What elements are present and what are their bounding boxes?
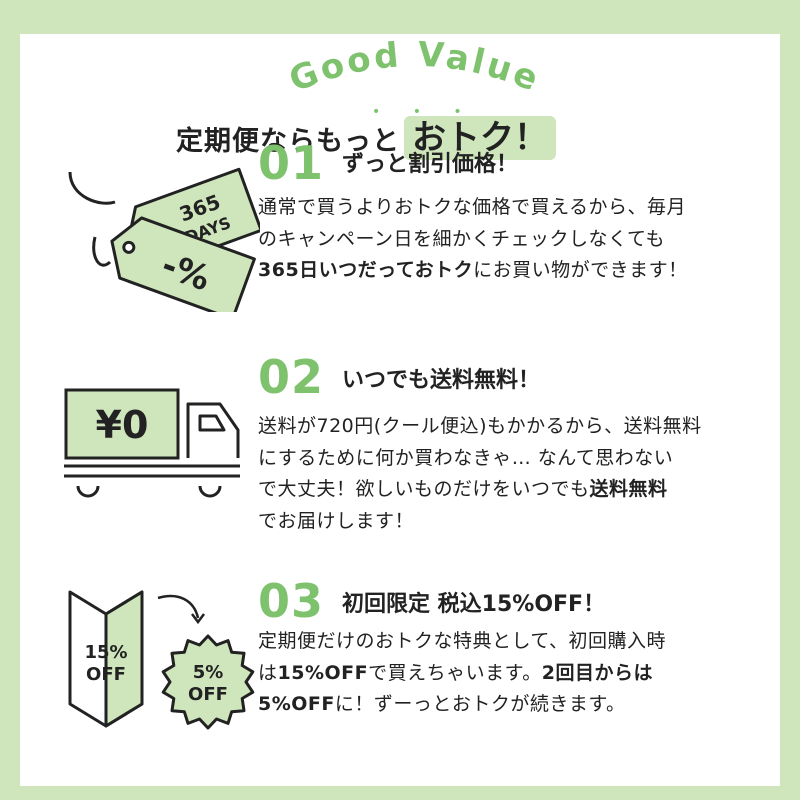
discount-badges-icon: 15% OFF 5% OFF (68, 590, 255, 730)
good-value-text: Good Value (284, 40, 544, 101)
section-02-line-4: でお届けします！ (258, 509, 415, 532)
section-02-title: いつでも送料無料！ (342, 368, 541, 393)
section-02-line-3: で大丈夫！欲しいものだけをいつでも送料無料 (258, 474, 758, 506)
section-03-number: 03 (258, 574, 325, 628)
section-03-body: 定期便だけのおトクな特典として、初回購入時 は15%OFFで買えちゃいます。2回… (258, 626, 758, 721)
section-01-line-3: 365日いつだっておトクにお買い物ができます！ (258, 255, 758, 287)
section-02-line-1: 送料が720円(クール便込)もかかるから、送料無料 (258, 415, 702, 437)
badge-15-off-text: OFF (86, 664, 126, 685)
section-01-line-3-rest: にお買い物ができます！ (473, 259, 688, 281)
truck-icon: ¥0 (64, 388, 240, 498)
section-02-body: 送料が720円(クール便込)もかかるから、送料無料 にするために何か買わなきゃ…… (258, 411, 758, 537)
section-01-title: ずっと割引価格！ (342, 152, 519, 177)
section-03-line-3-rest: に！ずーっとおトクが続きます。 (334, 693, 626, 715)
section-03-emphasis-second: 2回目からは (541, 661, 653, 684)
page-headline: 定期便ならもっと おトク！ (176, 116, 556, 160)
badge-5-text: 5% (193, 662, 224, 683)
section-03-emphasis-15: 15%OFF (277, 661, 369, 684)
section-01-line-2: のキャンペーン日を細かくチェックしなくても (258, 227, 666, 250)
badge-15-text: 15% (84, 642, 127, 663)
section-01-number: 01 (258, 136, 325, 190)
svg-text:Good Value: Good Value (284, 40, 547, 101)
price-tags-icon: 365 DAYS -% (68, 167, 260, 312)
section-02-number: 02 (258, 350, 325, 404)
section-01-body: 通常で買うよりおトクな価格で買えるから、毎月 のキャンペーン日を細かくチェックし… (258, 192, 758, 287)
content-card: Good Value • • • 定期便ならもっと おトク！ 365 DAYS … (20, 34, 780, 786)
section-03-line-2-mid: で買えちゃいます。 (368, 661, 542, 684)
section-03-line-2: は15%OFFで買えちゃいます。2回目からは (258, 658, 758, 690)
section-02-emphasis: 送料無料 (589, 478, 668, 500)
good-value-title: Good Value (284, 40, 547, 101)
section-03-line-1: 定期便だけのおトクな特典として、初回購入時 (258, 630, 666, 652)
section-02-line-2: にするために何か買わなきゃ… なんて思わない (258, 446, 674, 469)
badge-5-off-text: OFF (188, 684, 228, 705)
truck-price-text: ¥0 (96, 403, 149, 447)
section-01-line-1: 通常で買うよりおトクな価格で買えるから、毎月 (258, 196, 687, 218)
headline-main: 定期便ならもっと (176, 125, 400, 157)
headline-accent: おトク！ (404, 116, 556, 160)
section-02-line-3-start: で大丈夫！欲しいものだけをいつでも (258, 478, 590, 500)
section-03-line-2-start: は (258, 661, 278, 684)
section-03-line-3: 5%OFFに！ずーっとおトクが続きます。 (258, 689, 758, 721)
section-01-emphasis: 365日いつだっておトク (258, 259, 474, 281)
section-03-emphasis-5: 5%OFF (258, 693, 335, 715)
section-03-title: 初回限定 税込15%OFF！ (342, 592, 606, 617)
